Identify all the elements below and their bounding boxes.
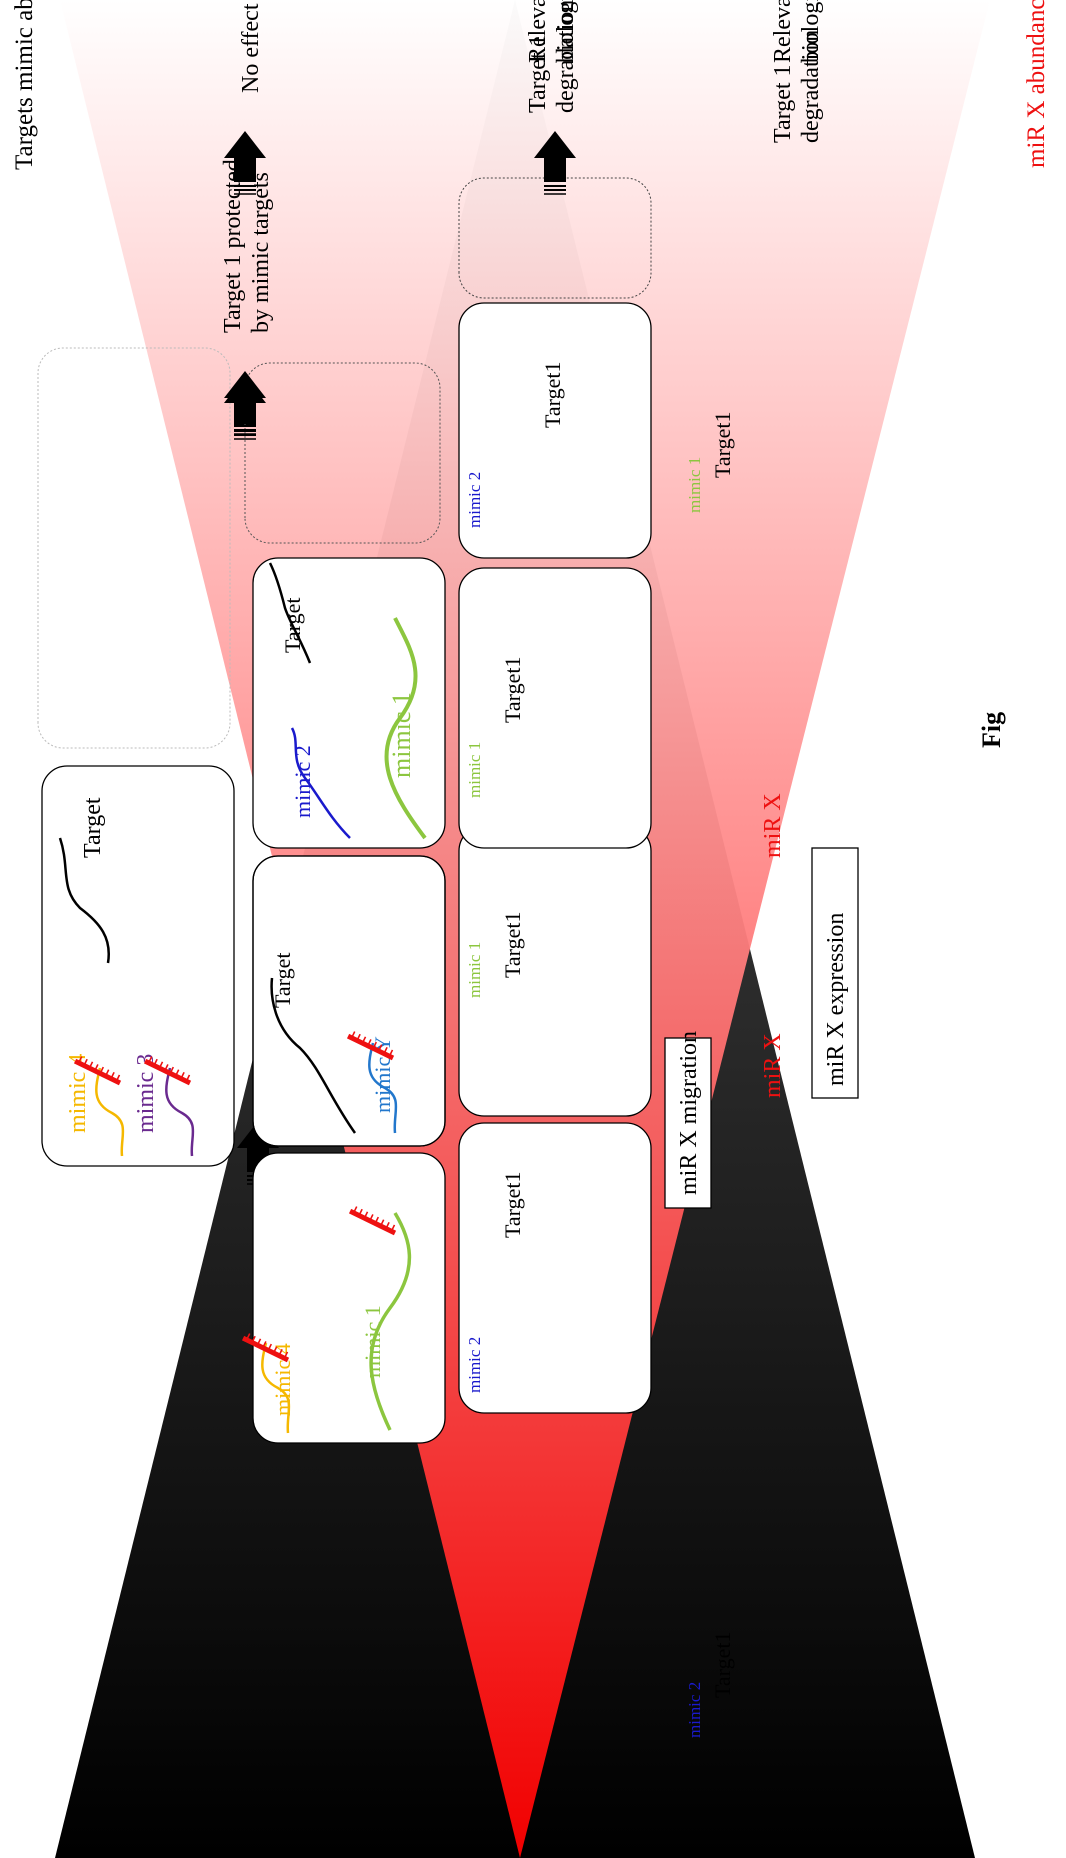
box-b3 (252, 557, 446, 849)
target-strand (270, 977, 357, 1134)
target-strand (58, 837, 111, 964)
mimic4-strand (95, 1067, 125, 1157)
box-c1 (458, 1122, 652, 1414)
mimic1-label: mimic 1 (465, 742, 484, 798)
mimic4-strand (261, 1342, 291, 1434)
relevant-line2: biological effect (798, 0, 824, 63)
mimic1-strand (369, 1212, 412, 1431)
mirx-label: miR X (760, 793, 786, 858)
mirx-label: miR X (760, 1033, 786, 1098)
relevant-line2: biological effect (553, 0, 579, 63)
protected-line1: Target 1 protected (220, 159, 246, 333)
target1-label: Target1 (710, 412, 735, 478)
target1-label: Target1 (500, 1172, 525, 1238)
mimic2-label: mimic 2 (685, 1682, 704, 1738)
mimicY-strand (368, 1042, 398, 1134)
expression-label: miR X expression (823, 913, 849, 1086)
mimic1-label: mimic 1 (387, 692, 416, 778)
dotted-box (244, 362, 441, 544)
row-b-right: mimic 2 mimic 1 Target (223, 362, 446, 849)
box-c3 (458, 567, 652, 849)
no-effect-label: No effect (238, 3, 264, 93)
target1-label: Target1 (500, 912, 525, 978)
relevant-line1: Relevant (770, 0, 796, 63)
target-label: Target (270, 953, 295, 1008)
target1-label: Target1 (500, 657, 525, 723)
target1-label-c4: Target1 (540, 362, 565, 428)
row-d: miR X miR X miR X expression Target1 Tar… (685, 0, 1006, 1738)
expression-box (811, 847, 859, 1099)
target-strand (268, 562, 312, 664)
target1-label: Target1 (710, 1632, 735, 1698)
degradation-line2: degradation (798, 30, 824, 143)
degradation-line2: degradation (553, 0, 579, 113)
mimic2-label: mimic 2 (465, 1337, 484, 1393)
row-b: mimic 4 mimic 1 Target mimic Y (243, 855, 446, 1444)
mimic2-label: mimic 2 (290, 745, 315, 818)
protected-line2: by mimic targets (248, 172, 274, 333)
mir-abundance-label: miR X abundance (1023, 0, 1050, 168)
mimic3-strand (165, 1067, 195, 1157)
row-a: mimic 4 mimic 3 Target Target 1 protecte… (37, 3, 280, 1185)
migration-label: miR X migration (676, 1031, 702, 1195)
migration-box (664, 1037, 712, 1209)
mimic1-label: mimic 1 (465, 942, 484, 998)
row-c: Target1 Target1 Target1 mimic 2 mimic 1 … (458, 0, 712, 1414)
relevant-line1: Relevant (525, 0, 551, 63)
box-c4 (458, 302, 652, 559)
box-b1 (252, 1152, 446, 1444)
target-label: Target (280, 598, 305, 653)
degradation-line1: Target 1 (525, 34, 551, 113)
figure-caption-fragment: Fig (977, 712, 1006, 748)
faded-box-a (37, 347, 231, 749)
box-c2 (458, 825, 652, 1117)
degradation-line1: Target 1 (770, 64, 796, 143)
mimic1-label: mimic 1 (685, 457, 704, 513)
target-label: Target (80, 797, 106, 858)
mimic-abundance-label: Targets mimic abundance (11, 0, 38, 170)
mimic2-label-c4: mimic 2 (465, 472, 484, 528)
mimic1-label: mimic 1 (360, 1305, 385, 1378)
mimic2-strand (290, 727, 351, 839)
mimic1-strand (384, 617, 427, 840)
